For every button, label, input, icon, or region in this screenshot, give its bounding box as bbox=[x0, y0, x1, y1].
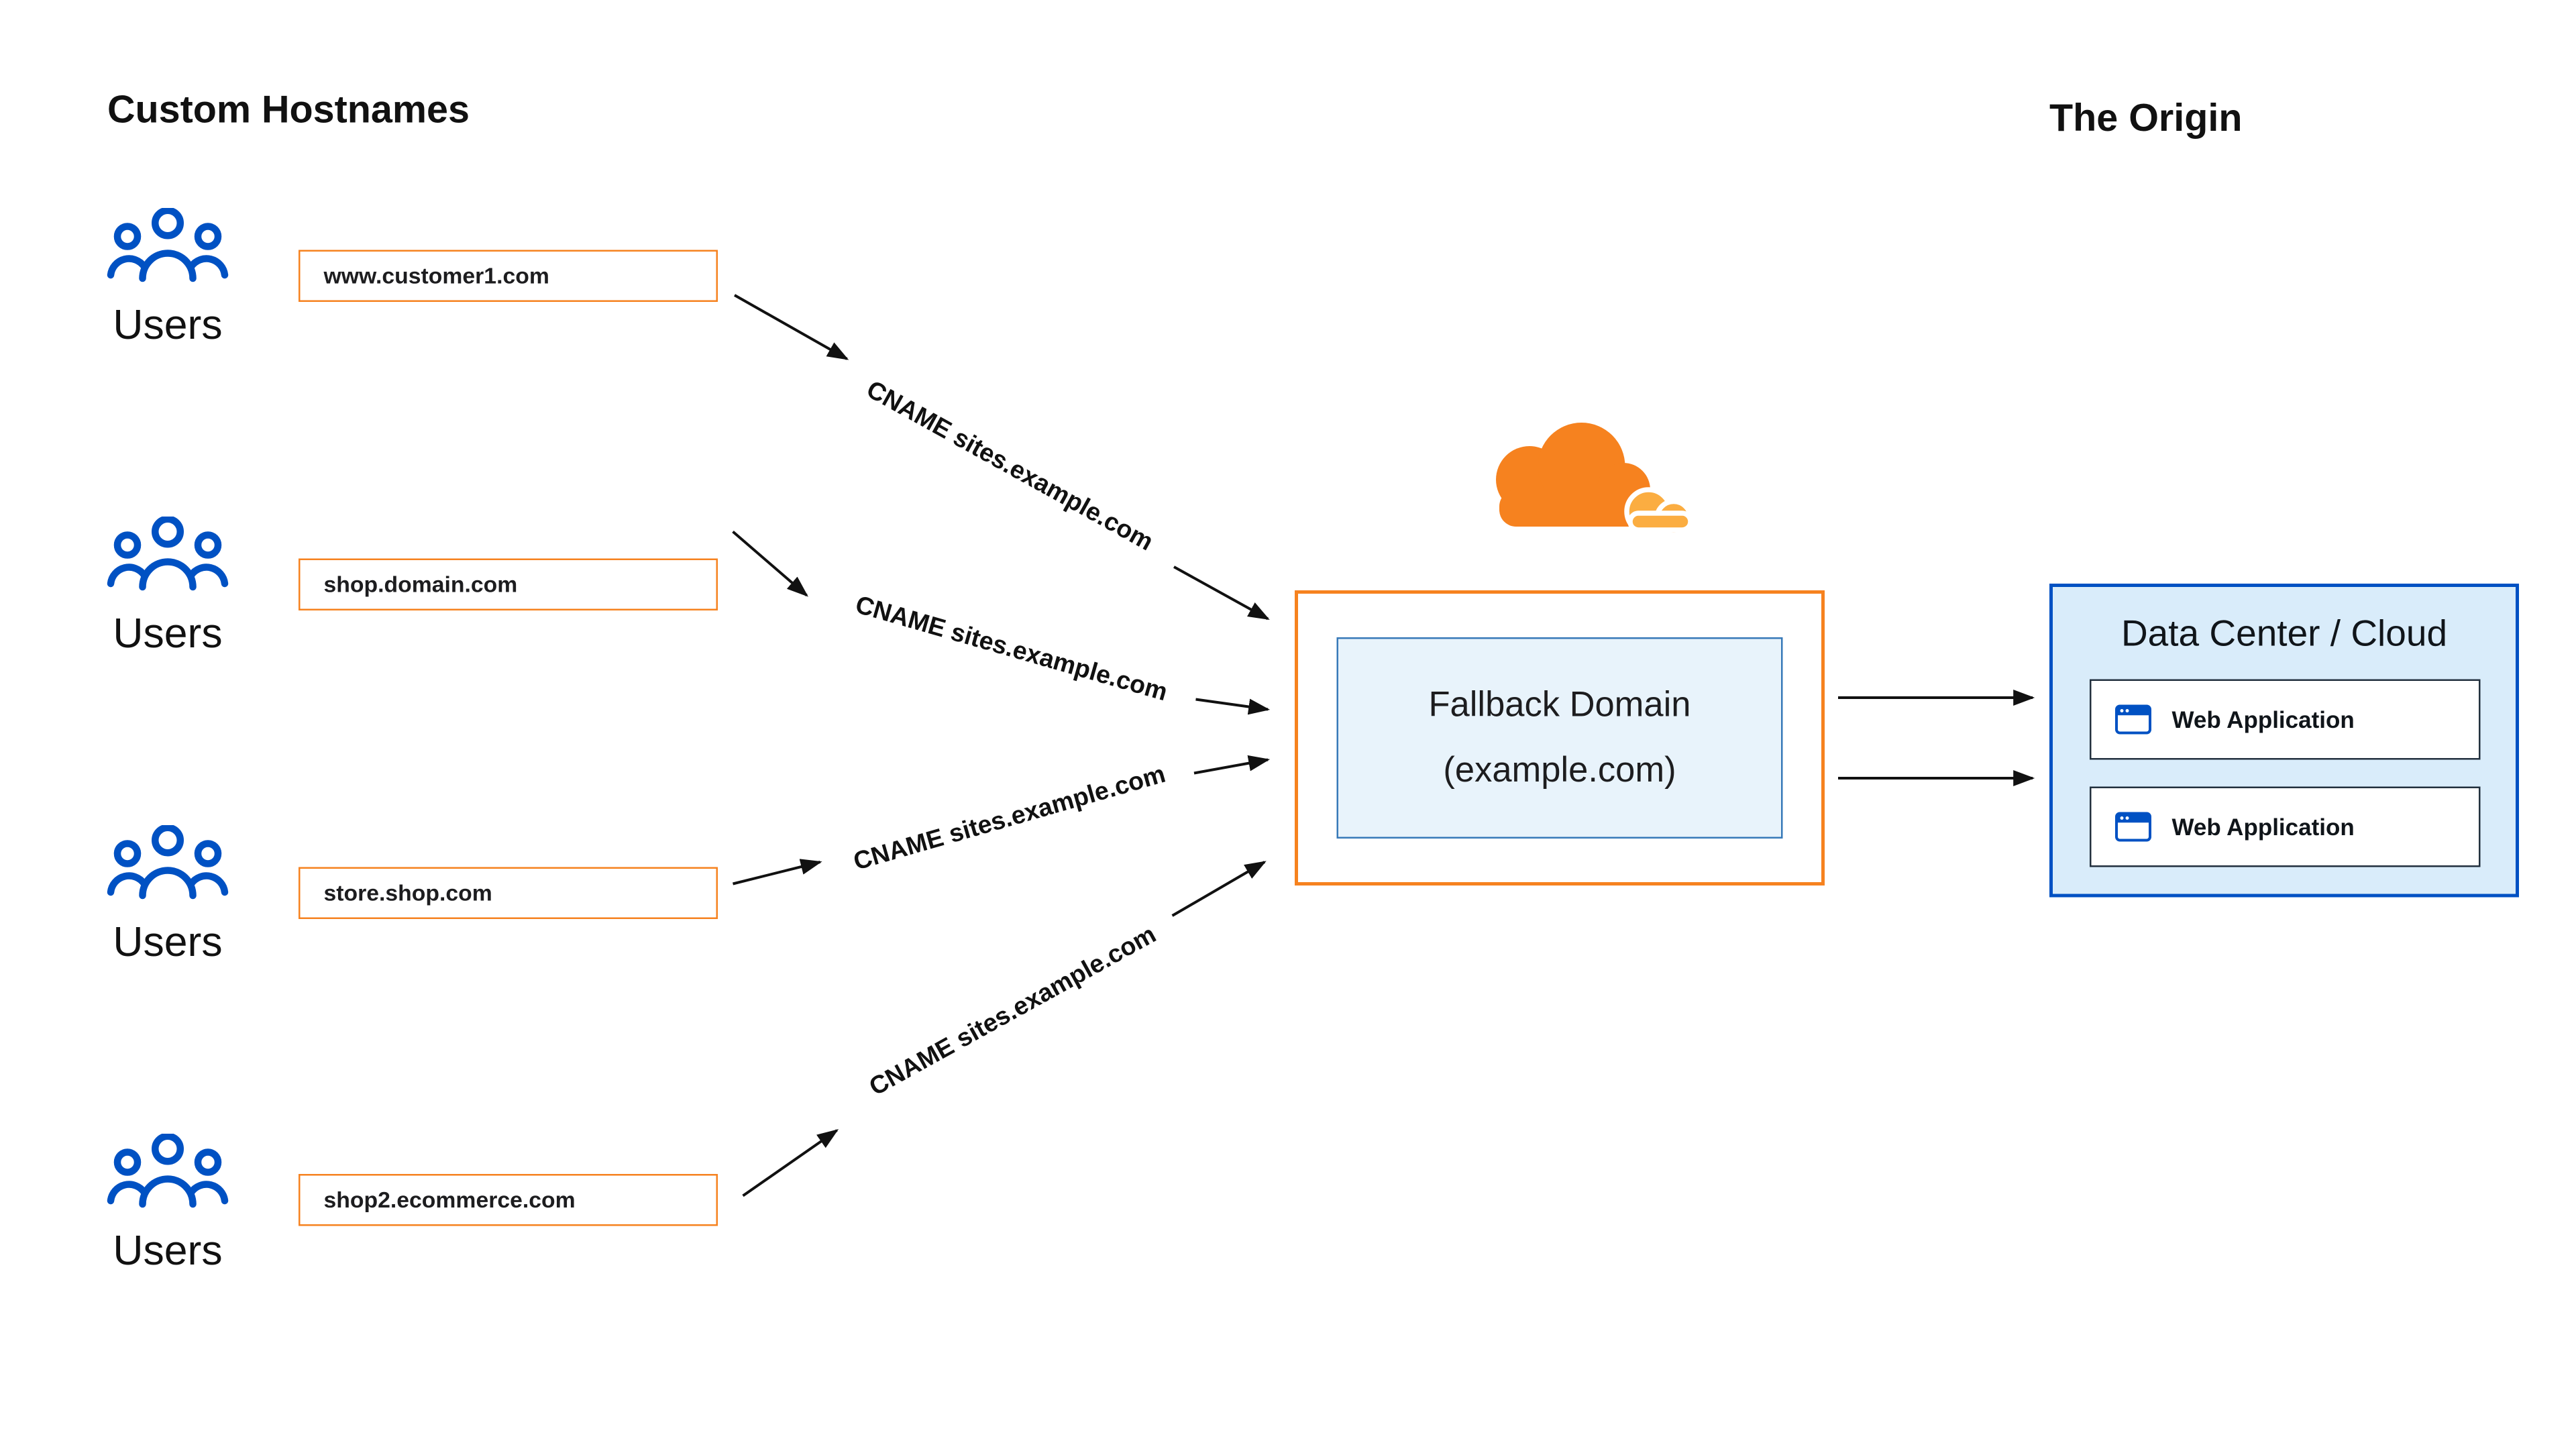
users-group-icon bbox=[107, 825, 229, 900]
cname-label-4: CNAME sites.example.com bbox=[865, 920, 1161, 1102]
arrow-line bbox=[1195, 698, 1271, 715]
user-group-2: Users bbox=[97, 517, 238, 659]
users-label: Users bbox=[113, 302, 223, 349]
arrow-line bbox=[733, 859, 822, 885]
users-group-icon bbox=[107, 1134, 229, 1208]
web-application-row-2: Web Application bbox=[2090, 786, 2481, 867]
arrow-line bbox=[1173, 566, 1270, 621]
cname-label-3: CNAME sites.example.com bbox=[850, 760, 1169, 877]
custom-hostnames-title: Custom Hostnames bbox=[107, 87, 470, 131]
users-group-icon bbox=[107, 208, 229, 282]
hostname-box-customer1: www.customer1.com bbox=[299, 250, 718, 302]
hostname-box-shop2-ecommerce: shop2.ecommerce.com bbox=[299, 1174, 718, 1226]
arrow-line bbox=[1171, 861, 1267, 917]
web-application-row-1: Web Application bbox=[2090, 679, 2481, 760]
user-group-3: Users bbox=[97, 825, 238, 968]
fallback-domain-line1: Fallback Domain bbox=[1428, 686, 1691, 725]
cname-label-1: CNAME sites.example.com bbox=[861, 375, 1158, 557]
users-label: Users bbox=[113, 610, 223, 657]
cname-label-2: CNAME sites.example.com bbox=[852, 590, 1171, 708]
arrow-line bbox=[734, 294, 849, 360]
hostname-box-store-shop: store.shop.com bbox=[299, 867, 718, 919]
data-center-title: Data Center / Cloud bbox=[2121, 612, 2448, 655]
arrow-line bbox=[732, 530, 808, 597]
web-application-label: Web Application bbox=[2171, 706, 2355, 733]
the-origin-title: The Origin bbox=[2049, 95, 2243, 140]
web-application-label: Web Application bbox=[2171, 813, 2355, 841]
browser-window-icon bbox=[2115, 812, 2151, 842]
arrow-line bbox=[742, 1129, 839, 1197]
cloudflare-logo bbox=[1496, 423, 1693, 538]
fallback-domain-line2: (example.com) bbox=[1443, 751, 1676, 790]
hostname-box-shop-domain: shop.domain.com bbox=[299, 558, 718, 610]
fallback-domain-box: Fallback Domain (example.com) bbox=[1336, 637, 1783, 839]
browser-window-icon bbox=[2115, 704, 2151, 735]
users-label: Users bbox=[113, 919, 223, 966]
data-center-box: Data Center / Cloud Web Application Web … bbox=[2049, 584, 2519, 898]
users-label: Users bbox=[113, 1228, 223, 1275]
arrow-line bbox=[1193, 755, 1271, 775]
user-group-4: Users bbox=[97, 1134, 238, 1277]
user-group-1: Users bbox=[97, 208, 238, 351]
users-group-icon bbox=[107, 517, 229, 591]
fallback-domain-outer-box: Fallback Domain (example.com) bbox=[1295, 590, 1825, 885]
